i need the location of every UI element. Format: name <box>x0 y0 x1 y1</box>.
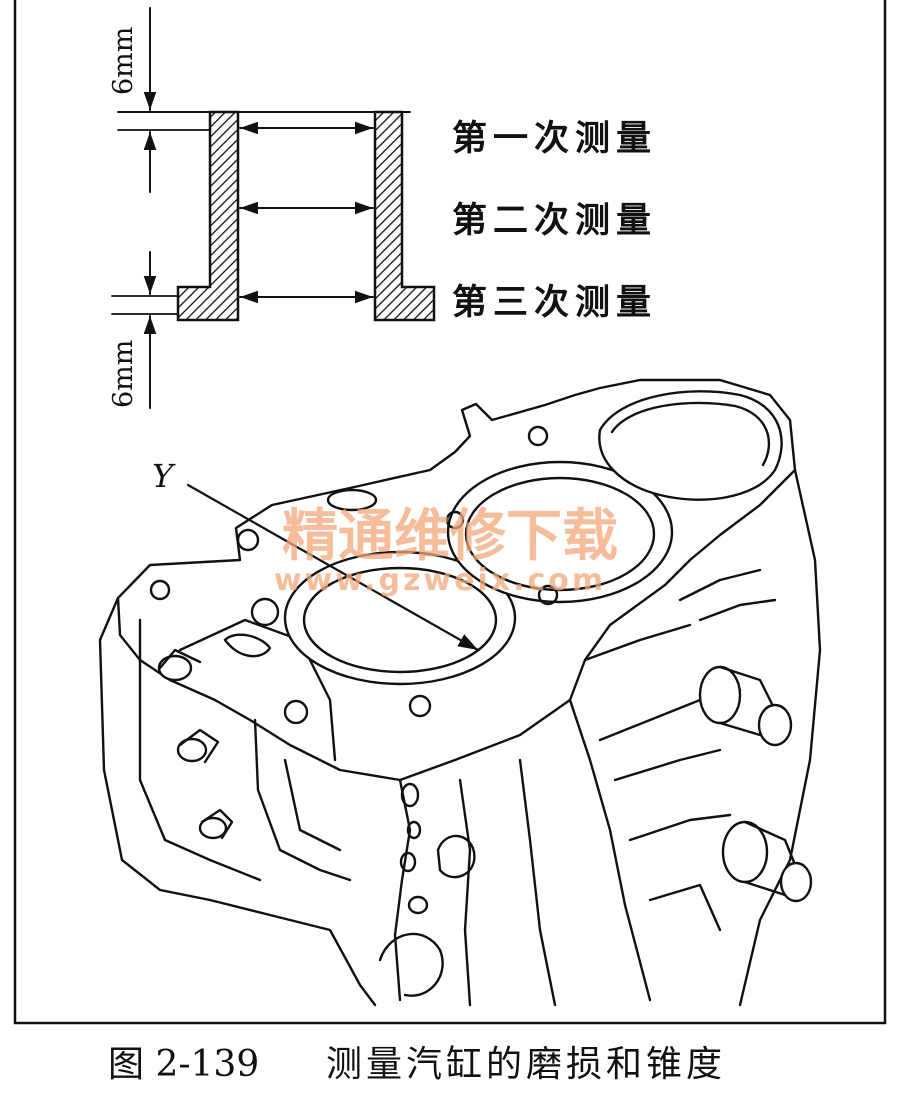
cylinder-bore-rear <box>598 390 783 501</box>
watermark-text: 精通维修下载 <box>282 504 618 569</box>
diameter-line <box>186 483 480 652</box>
cylinder-bore-middle <box>446 460 674 604</box>
cylinder-wall-right <box>373 110 436 322</box>
cylinder-section-diagram: 6mm 6mm 第一次测量 第二次测量 第三次测量 <box>108 7 657 409</box>
figure-frame <box>13 0 887 1025</box>
caption-figure-number: 图 2-139 <box>108 1044 259 1085</box>
watermark: 精通维修下载 www.gzweix.com <box>274 504 618 598</box>
watermark-url: www.gzweix.com <box>274 563 606 598</box>
figure-caption: 图 2-139 测量汽缸的磨损和锥度 <box>108 1044 726 1085</box>
diameter-label: Y <box>152 457 176 495</box>
dimension-bottom-label: 6mm <box>108 340 139 408</box>
measurement-label-2: 第二次测量 <box>452 201 657 241</box>
dimension-top-label: 6mm <box>108 27 139 95</box>
engine-block-illustration <box>98 378 822 1007</box>
diameter-indicator: Y <box>152 457 480 652</box>
measurement-label-1: 第一次测量 <box>452 119 657 159</box>
cylinder-bore-front <box>283 550 517 686</box>
measurement-label-3: 第三次测量 <box>452 283 657 323</box>
caption-title: 测量汽缸的磨损和锥度 <box>326 1044 726 1085</box>
cylinder-wall-left <box>176 110 240 322</box>
